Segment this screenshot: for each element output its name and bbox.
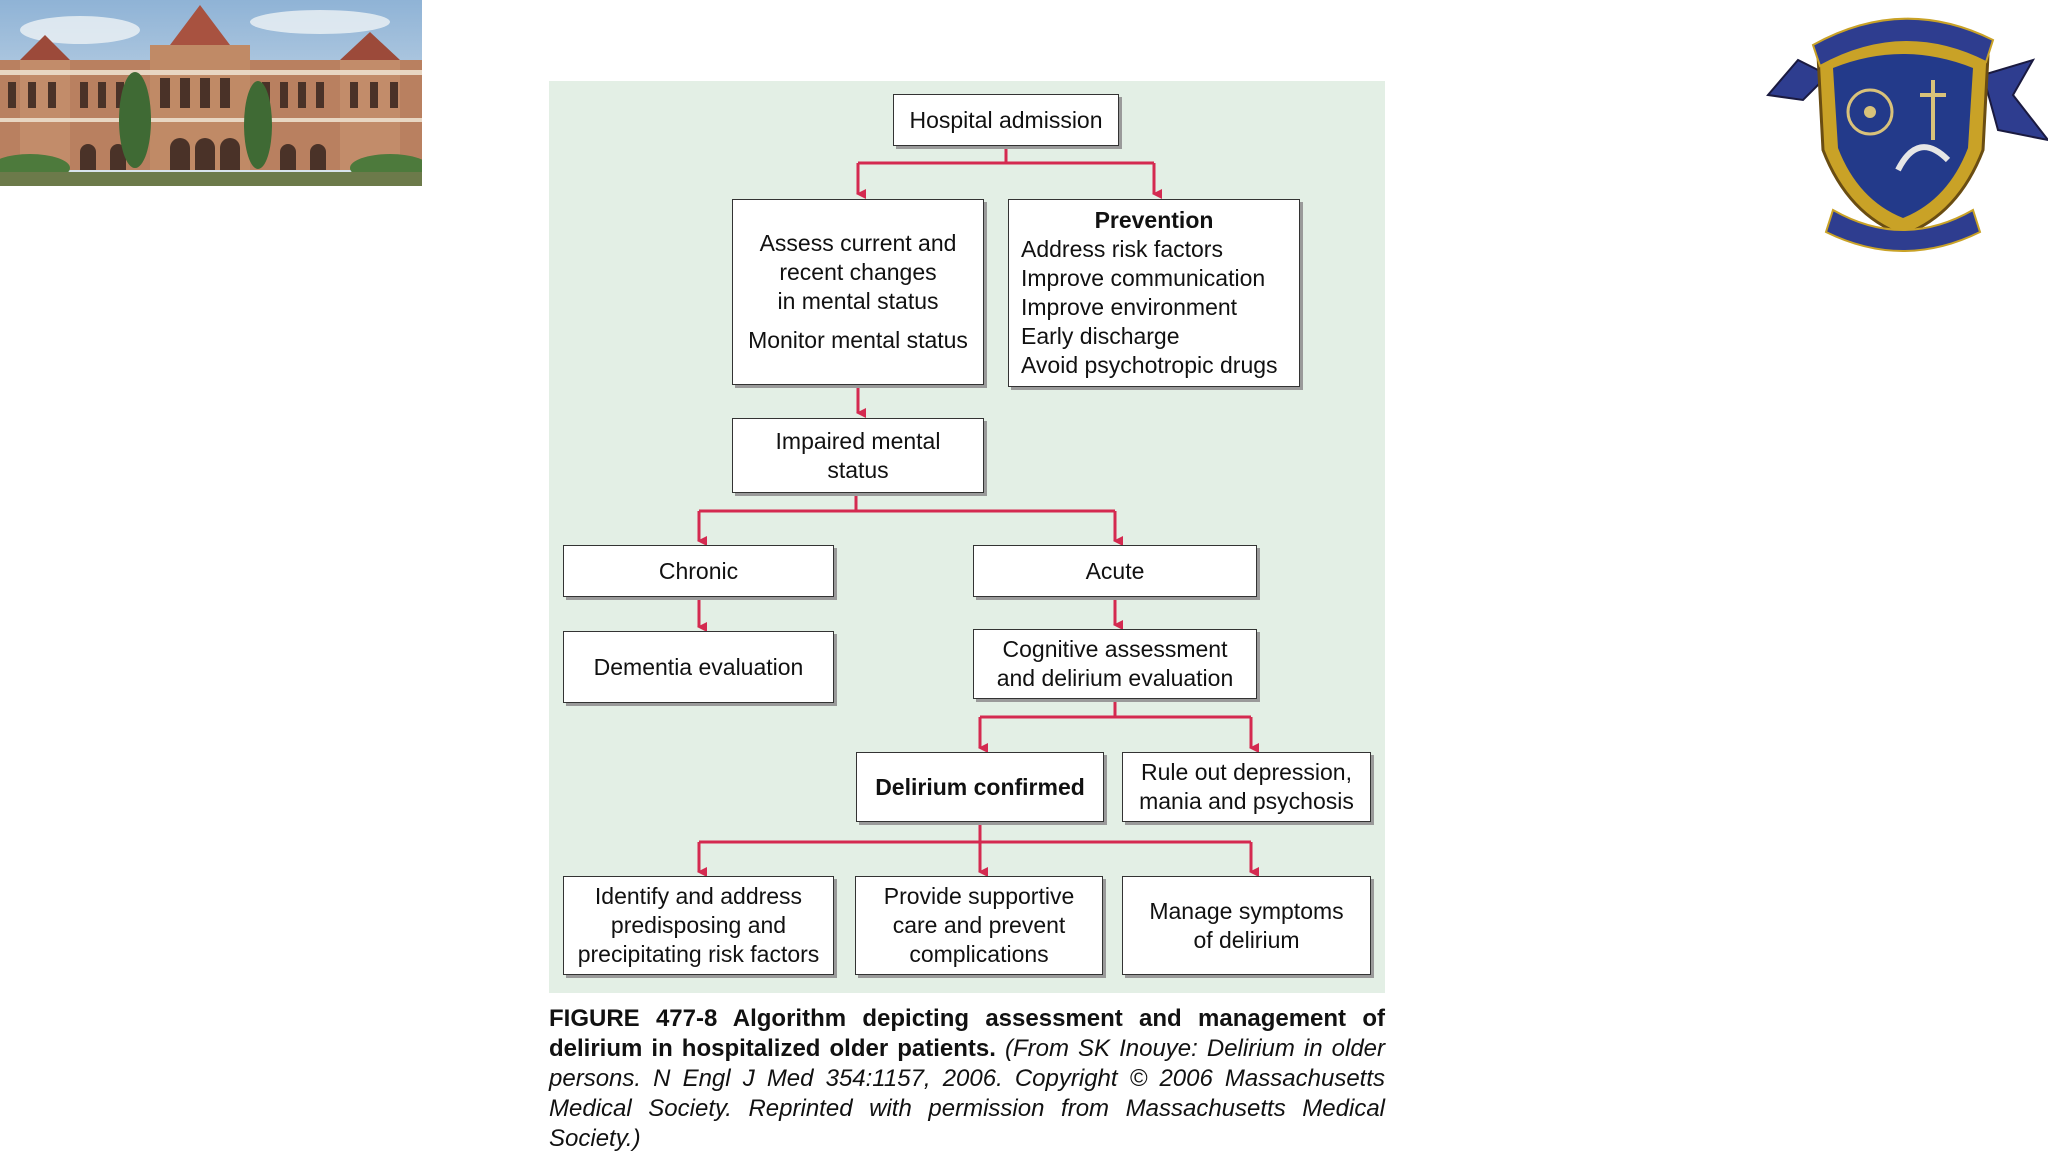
chronic-text: Chronic <box>658 557 739 584</box>
figure-caption: FIGURE 477-8 Algorithm depicting assessm… <box>549 1004 1385 1154</box>
ruleout-line-2: mania and psychosis <box>1139 788 1354 814</box>
assess-line-4: Monitor mental status <box>748 327 968 353</box>
prevention-item: Avoid psychotropic drugs <box>1021 352 1278 378</box>
identify-line-3: precipitating risk factors <box>577 941 820 967</box>
assess-mental-status-box: Assess current and recent changes in men… <box>732 199 984 385</box>
acute-text: Acute <box>1085 557 1145 584</box>
assess-line-1: Assess current and <box>759 230 957 256</box>
caption-source: (From SK Inouye: Delirium in older perso… <box>549 1035 1386 1152</box>
manage-line-1: Manage symptoms <box>1149 897 1344 924</box>
prevention-item: Improve environment <box>1021 294 1238 320</box>
prevention-box: Prevention Address risk factors Improve … <box>1008 199 1300 387</box>
identify-risk-factors-box: Identify and address predisposing and pr… <box>563 876 834 975</box>
prevention-title: Prevention <box>1094 207 1214 233</box>
dementia-evaluation-box: Dementia evaluation <box>563 631 834 703</box>
prevention-item: Early discharge <box>1021 323 1180 349</box>
prevention-item: Address risk factors <box>1021 236 1223 262</box>
prevention-item: Improve communication <box>1021 265 1266 291</box>
supportive-care-box: Provide supportive care and prevent comp… <box>855 876 1103 975</box>
impaired-line-1: Impaired mental <box>775 427 941 454</box>
caption-label: FIGURE 477-8 Algorithm depicting assessm… <box>549 1005 1385 1062</box>
ruleout-line-1: Rule out depression, <box>1141 759 1352 785</box>
manage-symptoms-box: Manage symptoms of delirium <box>1122 876 1371 975</box>
identify-line-1: Identify and address <box>594 883 803 909</box>
cognitive-line-1: Cognitive assessment <box>1002 636 1228 662</box>
hospital-admission-text: Hospital admission <box>909 106 1103 133</box>
supportive-line-3: complications <box>909 941 1049 967</box>
manage-line-2: of delirium <box>1193 926 1300 953</box>
college-building-image <box>0 0 422 186</box>
hospital-admission-box: Hospital admission <box>893 94 1119 146</box>
supportive-line-1: Provide supportive <box>883 883 1075 909</box>
delirium-confirmed-text: Delirium confirmed <box>875 773 1085 800</box>
rule-out-box: Rule out depression, mania and psychosis <box>1122 752 1371 822</box>
delirium-confirmed-box: Delirium confirmed <box>856 752 1104 822</box>
impaired-mental-status-box: Impaired mental status <box>732 418 984 493</box>
dementia-text: Dementia evaluation <box>593 653 804 680</box>
assess-line-2: recent changes <box>779 259 937 285</box>
cognitive-assessment-box: Cognitive assessment and delirium evalua… <box>973 629 1257 699</box>
chronic-box: Chronic <box>563 545 834 597</box>
cognitive-line-2: and delirium evaluation <box>996 665 1234 691</box>
impaired-line-2: status <box>827 456 889 483</box>
supportive-line-2: care and prevent <box>892 912 1066 938</box>
assess-line-3: in mental status <box>777 288 939 314</box>
acute-box: Acute <box>973 545 1257 597</box>
identify-line-2: predisposing and <box>610 912 787 938</box>
college-logo <box>1758 0 2048 255</box>
